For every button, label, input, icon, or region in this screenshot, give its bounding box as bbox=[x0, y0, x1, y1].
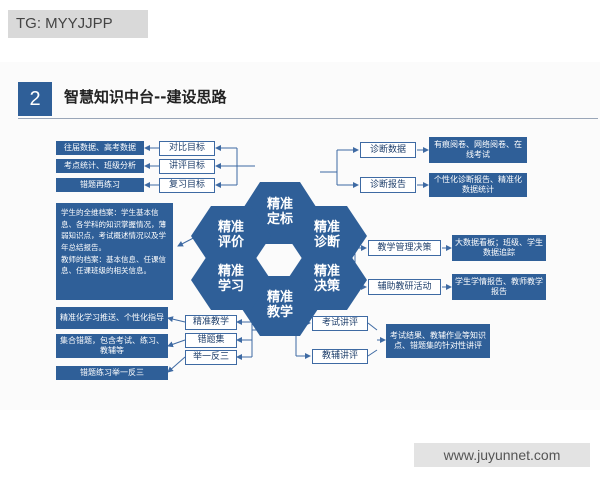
watermark-bottom: www.juyunnet.com bbox=[414, 443, 590, 467]
item-cuotiji: 错题集 bbox=[185, 333, 237, 348]
mid-right-detail-1: 大数据看板；班级、学生数据追踪 bbox=[452, 235, 546, 261]
item-jiaofu-jiangping: 教辅讲评 bbox=[312, 349, 368, 364]
item-kaoshi-jiangping: 考试讲评 bbox=[312, 316, 368, 331]
item-fuzhu-jiaoyan: 辅助教研活动 bbox=[368, 279, 441, 295]
hex-label-dingbiao: 精准 定标 bbox=[266, 197, 293, 227]
target-duibi: 对比目标 bbox=[159, 141, 215, 156]
section-number: 2 bbox=[18, 82, 52, 116]
item-zhenduan-baogao: 诊断报告 bbox=[360, 177, 416, 193]
item-zhenduan-shuju: 诊断数据 bbox=[360, 142, 416, 158]
mid-right-detail-2: 学生学情报告、教师教学报告 bbox=[452, 274, 546, 300]
bottom-left-detail-2: 集合错题，包含考试、练习、教辅等 bbox=[56, 334, 168, 358]
target-detail-2: 考点统计、班级分析 bbox=[56, 159, 144, 173]
hex-label-zhenduan: 精准 诊断 bbox=[313, 220, 340, 250]
target-jiangping: 讲评目标 bbox=[159, 159, 215, 174]
watermark-top: TG: MYYJJPP bbox=[8, 10, 148, 38]
hex-label-juece: 精准 决策 bbox=[313, 264, 340, 294]
top-right-detail-1: 有痕阅卷、网络阅卷、在线考试 bbox=[429, 137, 527, 163]
target-detail-1: 往届数据、高考数据 bbox=[56, 141, 144, 155]
bottom-left-detail-1: 精准化学习推送、个性化指导 bbox=[56, 307, 168, 329]
page-title: 智慧知识中台--建设思路 bbox=[64, 88, 227, 106]
item-juyifansan: 举一反三 bbox=[185, 350, 237, 365]
hex-label-xuexi: 精准 学习 bbox=[217, 264, 244, 294]
target-detail-3: 错题再练习 bbox=[56, 178, 144, 192]
profile-description: 学生的全维档案：学生基本信息、各学科的知识掌握情况，薄弱知识点，考试概述情况以及… bbox=[56, 203, 173, 300]
bottom-left-detail-3: 错题练习举一反三 bbox=[56, 366, 168, 380]
bottom-right-detail: 考试结果、教辅作业等知识点、错题集的针对性讲评 bbox=[386, 324, 490, 358]
target-fuxi: 复习目标 bbox=[159, 178, 215, 193]
hex-label-jiaoxue: 精准 教学 bbox=[266, 290, 293, 320]
top-right-detail-2: 个性化诊断报告、精准化数据统计 bbox=[429, 173, 527, 197]
hex-pingjia bbox=[191, 206, 271, 266]
item-jingzhun-jiaoxue: 精准教学 bbox=[185, 315, 237, 330]
hex-label-pingjia: 精准 评价 bbox=[217, 220, 244, 250]
title-divider bbox=[18, 118, 598, 119]
item-jiaoxue-guanli: 教学管理决策 bbox=[368, 240, 441, 256]
